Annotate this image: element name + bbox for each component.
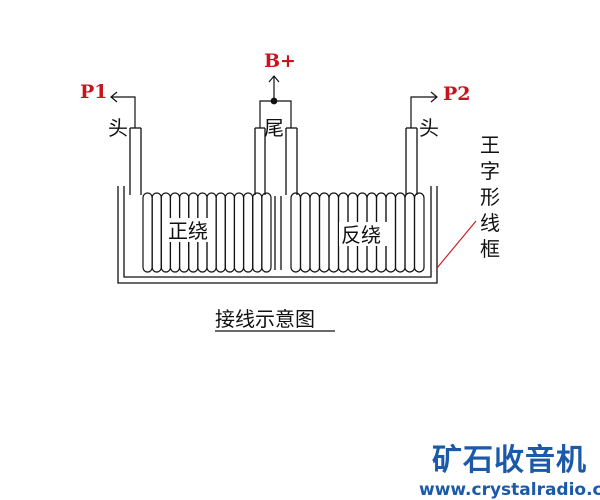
coil-turn bbox=[242, 192, 254, 273]
coil-turn bbox=[215, 192, 226, 273]
forward-label-bg bbox=[166, 218, 214, 242]
coil-turn bbox=[233, 192, 245, 273]
coil-turn bbox=[385, 192, 397, 273]
frame-label-char-5: 框 bbox=[480, 237, 500, 261]
coil-turn bbox=[142, 192, 153, 273]
head-left-label: 头 bbox=[108, 116, 128, 140]
coil-turn bbox=[309, 192, 321, 273]
coil-frame bbox=[117, 186, 438, 284]
frame-label-char-3: 形 bbox=[480, 185, 500, 209]
forward-winding-label: 正绕 bbox=[168, 219, 208, 243]
reverse-label-bg bbox=[339, 222, 387, 246]
p1-label: P1 bbox=[80, 81, 108, 103]
coil-turn bbox=[252, 192, 263, 273]
p2-label: P2 bbox=[443, 83, 471, 105]
coil-turn bbox=[151, 192, 162, 273]
junction-dot bbox=[270, 97, 278, 105]
frame-label: 王 字 形 线 框 bbox=[480, 133, 500, 261]
frame-label-char-4: 线 bbox=[480, 211, 500, 235]
watermark-url: www.crystalradio.cn bbox=[419, 480, 600, 500]
coil-turn bbox=[299, 192, 311, 273]
watermark-title: 矿石收音机 bbox=[432, 443, 587, 478]
coil-turn bbox=[261, 192, 272, 273]
coil-turn bbox=[224, 192, 236, 273]
coil-turn bbox=[328, 192, 340, 273]
reverse-winding-label: 反绕 bbox=[341, 223, 381, 247]
forward-winding-coil bbox=[142, 192, 272, 273]
head-right-label: 头 bbox=[419, 116, 439, 140]
reverse-winding-coil bbox=[290, 192, 425, 273]
coil-turn bbox=[290, 192, 302, 273]
coil-turn bbox=[318, 192, 330, 273]
coil-turn bbox=[413, 192, 425, 273]
frame-label-char-1: 王 bbox=[480, 133, 500, 157]
tail-label: 尾 bbox=[264, 116, 284, 140]
b-plus-label: B+ bbox=[264, 50, 296, 72]
frame-leader-line bbox=[436, 220, 477, 269]
frame-label-char-2: 字 bbox=[480, 159, 500, 183]
diagram-caption: 接线示意图 bbox=[215, 307, 315, 331]
coil-turn bbox=[404, 192, 416, 273]
coil-turn bbox=[394, 192, 406, 273]
